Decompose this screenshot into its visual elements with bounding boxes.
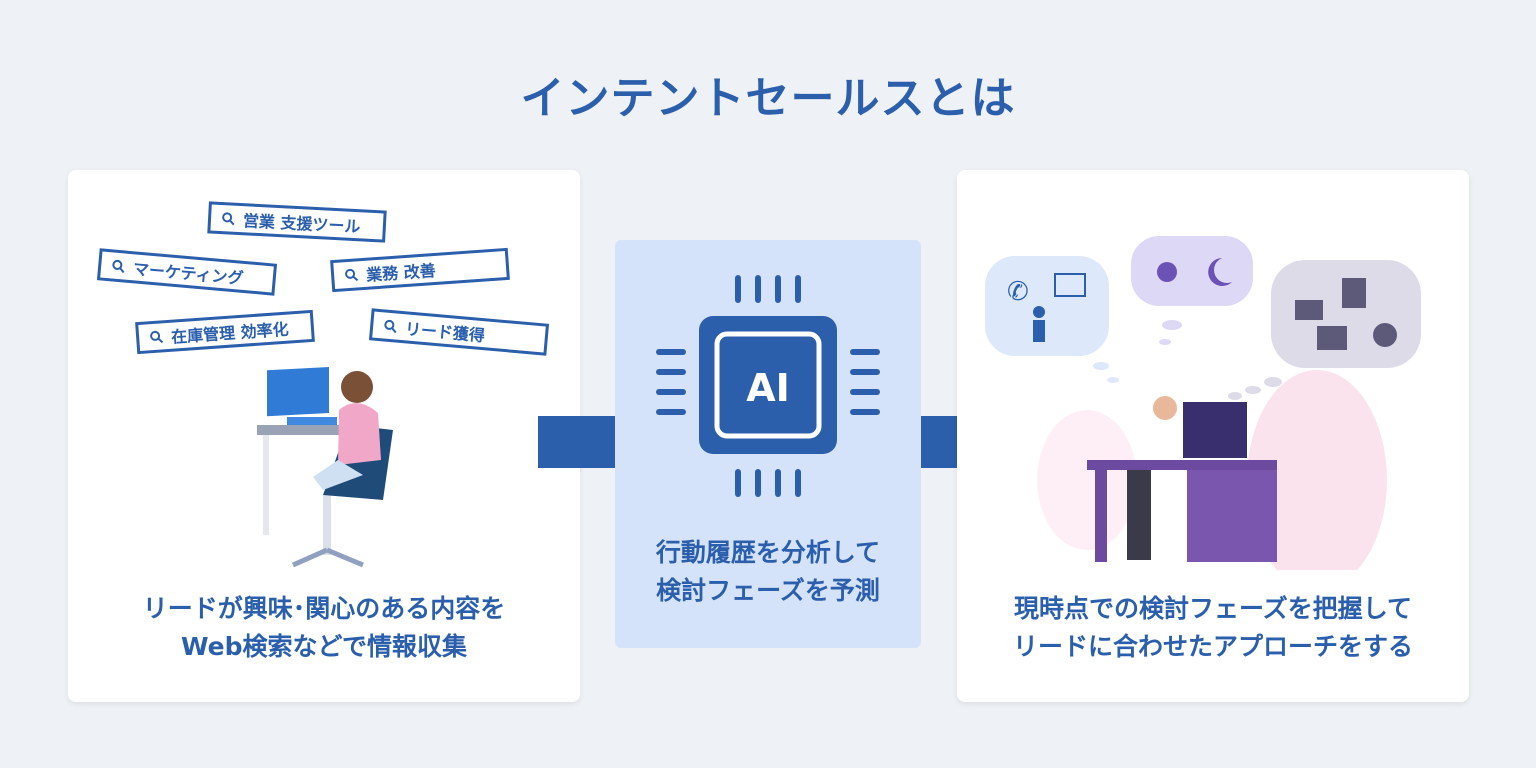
right-caption-line1: 現時点での検討フェーズを把握して	[1013, 594, 1412, 623]
search-box: 在庫管理 効率化	[135, 309, 315, 355]
search-icon	[112, 259, 125, 274]
middle-caption-line2: 検討フェーズを予測	[656, 576, 880, 605]
search-text: リード獲得	[404, 319, 486, 346]
flow-arrow-left-segment	[538, 416, 616, 468]
right-caption-line2: リードに合わせたアプローチをする	[1012, 632, 1413, 661]
search-text: 在庫管理 効率化	[170, 319, 290, 347]
search-text: マーケティング	[132, 259, 245, 288]
page-title: インテントセールスとは	[520, 73, 1016, 124]
ai-chip-icon	[656, 275, 880, 497]
search-text: 業務 改善	[365, 260, 437, 285]
middle-caption-line1: 行動履歴を分析して	[655, 538, 881, 567]
left-card: 営業 支援ツール マーケティング 業務 改善 在庫管理 効率化 リード獲得 リー…	[68, 170, 580, 702]
left-caption-line2: Web検索などで情報収集	[180, 632, 468, 661]
search-box: 業務 改善	[330, 247, 510, 293]
search-icon	[150, 330, 164, 344]
right-card: ✆ 現時点での検討フェーズを把握して リードに合わせたアプローチをする	[957, 170, 1469, 702]
svg-text:✆: ✆	[1007, 277, 1029, 307]
ai-chip-label: AI	[746, 366, 790, 410]
search-box: 営業 支援ツール	[207, 201, 387, 243]
search-box: リード獲得	[368, 308, 550, 356]
search-text: 営業 支援ツール	[242, 211, 361, 237]
ai-analysis-panel: AI 行動履歴を分析して 検討フェーズを予測	[615, 240, 921, 648]
search-icon	[222, 212, 235, 226]
flow-arrow-right-segment	[920, 416, 962, 468]
search-icon	[384, 319, 397, 334]
salesperson-thinking-illustration: ✆	[985, 236, 1421, 570]
search-box: マーケティング	[96, 248, 278, 296]
left-caption-line1: リードが興味･関心のある内容を	[142, 594, 506, 623]
search-icon	[345, 268, 359, 282]
person-at-laptop-illustration	[257, 367, 393, 568]
